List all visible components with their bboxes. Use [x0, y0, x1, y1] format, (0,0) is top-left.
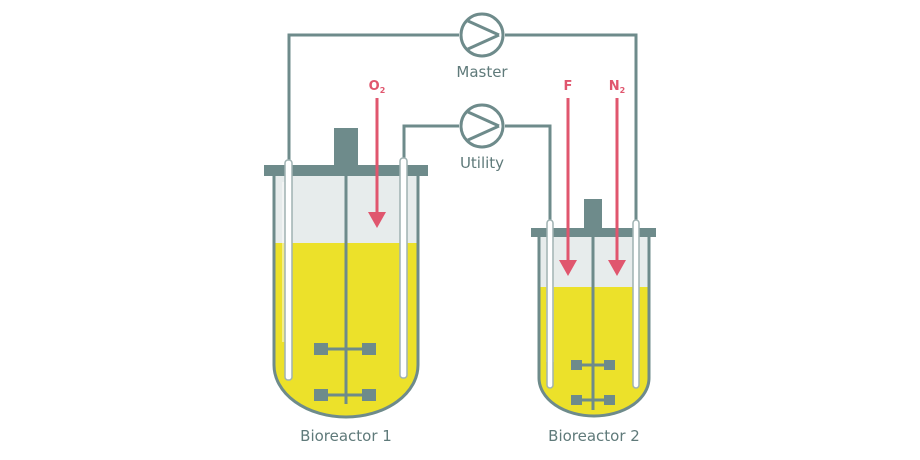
- bioreactor-1: [264, 128, 428, 419]
- o2-label: O2: [369, 79, 386, 95]
- reactor2-impeller-upper: [571, 360, 615, 370]
- utility-pump-label: Utility: [460, 154, 504, 172]
- reactor2-motor: [584, 199, 602, 228]
- utility-pump-icon: [459, 103, 505, 149]
- reactor1-utility-tube: [399, 157, 408, 379]
- f-label: F: [564, 79, 573, 94]
- master-tubing-right: [505, 33, 638, 223]
- reactor1-master-tube: [284, 159, 293, 381]
- f-arrow-icon: [559, 98, 577, 276]
- reactor1-lid: [264, 165, 428, 176]
- reactor1-outline: [272, 176, 420, 419]
- utility-tubing: [402, 124, 459, 160]
- reactor2-master-tube: [632, 219, 640, 389]
- reactor1-label: Bioreactor 1: [300, 427, 392, 445]
- reactor1-impeller-upper: [314, 343, 376, 355]
- utility-tubing-right: [505, 124, 552, 223]
- bioreactor-2: [531, 199, 656, 418]
- o2-arrow-icon: [368, 98, 386, 228]
- master-pump-label: Master: [456, 63, 508, 81]
- master-pump-icon: [459, 12, 505, 58]
- reactor1-motor: [334, 128, 358, 165]
- master-tubing: [287, 33, 459, 163]
- n2-arrow-icon: [608, 98, 626, 276]
- reactor2-label: Bioreactor 2: [548, 427, 640, 445]
- reactor1-impeller-lower: [314, 389, 376, 401]
- reactor2-lid: [531, 228, 656, 237]
- n2-label: N2: [609, 79, 625, 95]
- reactor2-utility-tube: [546, 219, 554, 389]
- reactor2-outline: [537, 237, 651, 418]
- reactor2-impeller-lower: [571, 395, 615, 405]
